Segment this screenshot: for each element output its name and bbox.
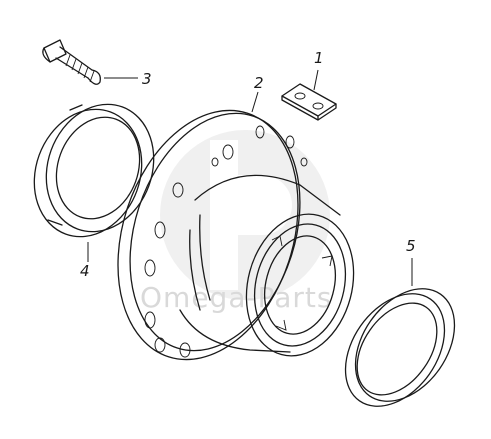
- plate-leader-line: [313, 69, 319, 91]
- hub-part: [117, 109, 355, 361]
- watermark-text: Omega-Parts: [140, 281, 332, 314]
- plate-part: [281, 83, 337, 121]
- callout-5: 5: [406, 237, 416, 255]
- bolt-part: [42, 39, 101, 85]
- callout-1: 1: [314, 49, 324, 67]
- callout-4: 4: [80, 262, 90, 280]
- callout-2: 2: [254, 74, 264, 92]
- watermark-logo: [160, 130, 330, 300]
- inner-ring-part: [344, 288, 456, 407]
- callout-3: 3: [142, 70, 152, 88]
- hub-leader-line: [251, 91, 259, 113]
- outer-ring-part: [33, 103, 155, 238]
